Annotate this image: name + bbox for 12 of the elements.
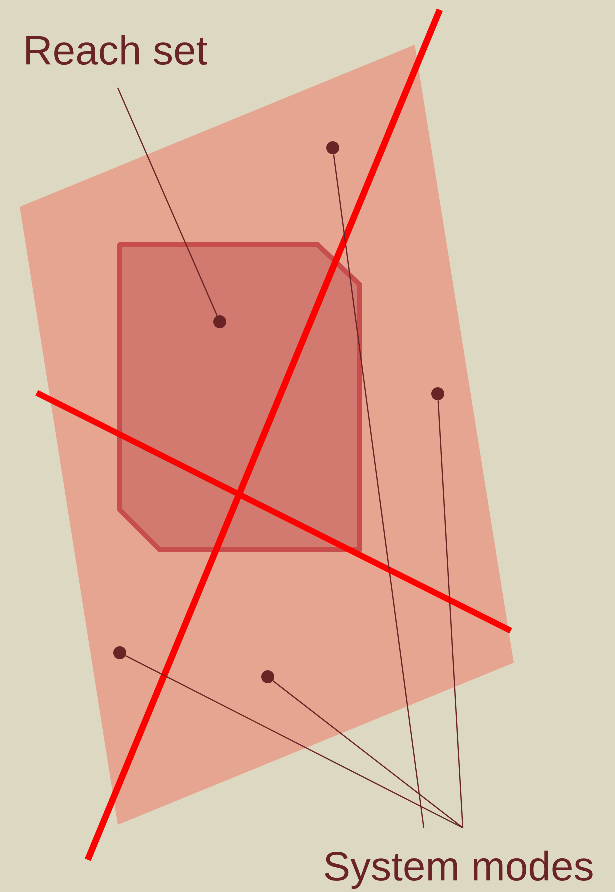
label: Reach set xyxy=(26,34,208,66)
dot xyxy=(326,142,340,154)
leader-line xyxy=(333,154,425,828)
leader-line xyxy=(126,656,464,829)
dot xyxy=(214,316,226,328)
dot xyxy=(262,670,274,684)
dot xyxy=(432,388,444,400)
dot xyxy=(114,646,126,660)
leader-line xyxy=(117,88,218,316)
label: System modes xyxy=(325,850,593,890)
leader-line xyxy=(438,400,464,828)
leader-line xyxy=(272,680,464,828)
